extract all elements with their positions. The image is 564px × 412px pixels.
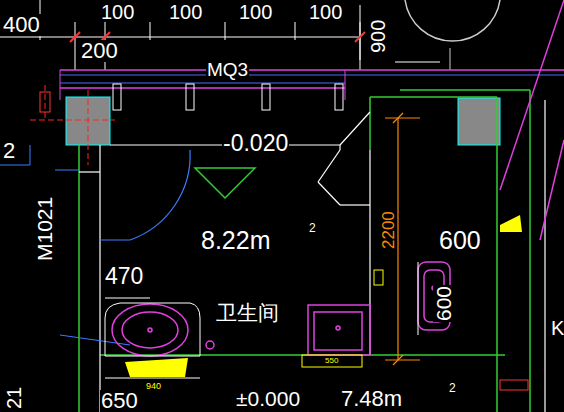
dimension-text: 600 (438, 228, 482, 253)
tag (302, 355, 362, 367)
dimension-text: 100 (238, 2, 273, 22)
diagonal-line (500, 0, 564, 190)
dimension-text: 900 (368, 19, 388, 54)
dimension-text: 100 (308, 2, 343, 22)
element-code: MQ3 (206, 60, 249, 79)
wall-lines (79, 90, 530, 412)
door-swing (130, 150, 190, 240)
dimension-text: 100 (168, 2, 203, 22)
fixture-circle (405, 0, 500, 41)
dimension-text: ±0.000 (235, 388, 301, 409)
dimension-text: 7.48m (340, 388, 403, 410)
dimension-text: 2200 (380, 210, 397, 250)
dimension-text: 550 (324, 357, 339, 365)
marker (40, 92, 50, 112)
dimension-text: 400 (2, 14, 41, 36)
marker (500, 380, 528, 390)
dimension-text: 650 (100, 390, 139, 412)
leader-lines (0, 145, 130, 345)
dimension-text: 940 (145, 382, 162, 391)
slope-symbol (195, 168, 255, 198)
dimension-text: 600 (433, 285, 454, 322)
dimension-text: 8.22m (200, 228, 271, 253)
sink-symbol (308, 305, 370, 355)
room-outline (79, 100, 545, 412)
dimension-text: 2 (308, 222, 317, 234)
counter (105, 303, 200, 356)
tag (500, 215, 522, 232)
dimension-text: 2 (448, 382, 457, 394)
washbasin-symbol (112, 304, 214, 356)
tag (125, 358, 188, 377)
axis-line (30, 85, 115, 165)
dimension-text: 100 (100, 2, 135, 22)
dimension-text: -0.020 (222, 132, 289, 155)
element-code: M1021 (34, 196, 55, 262)
dimension-text: 2 (2, 140, 16, 162)
dimension-text: 21 (4, 386, 24, 410)
dimension-text: K (550, 318, 564, 338)
dimension-text: 470 (104, 265, 144, 288)
socket (374, 270, 383, 285)
dimension-text: 200 (80, 40, 119, 62)
room-name: 卫生间 (215, 302, 280, 323)
